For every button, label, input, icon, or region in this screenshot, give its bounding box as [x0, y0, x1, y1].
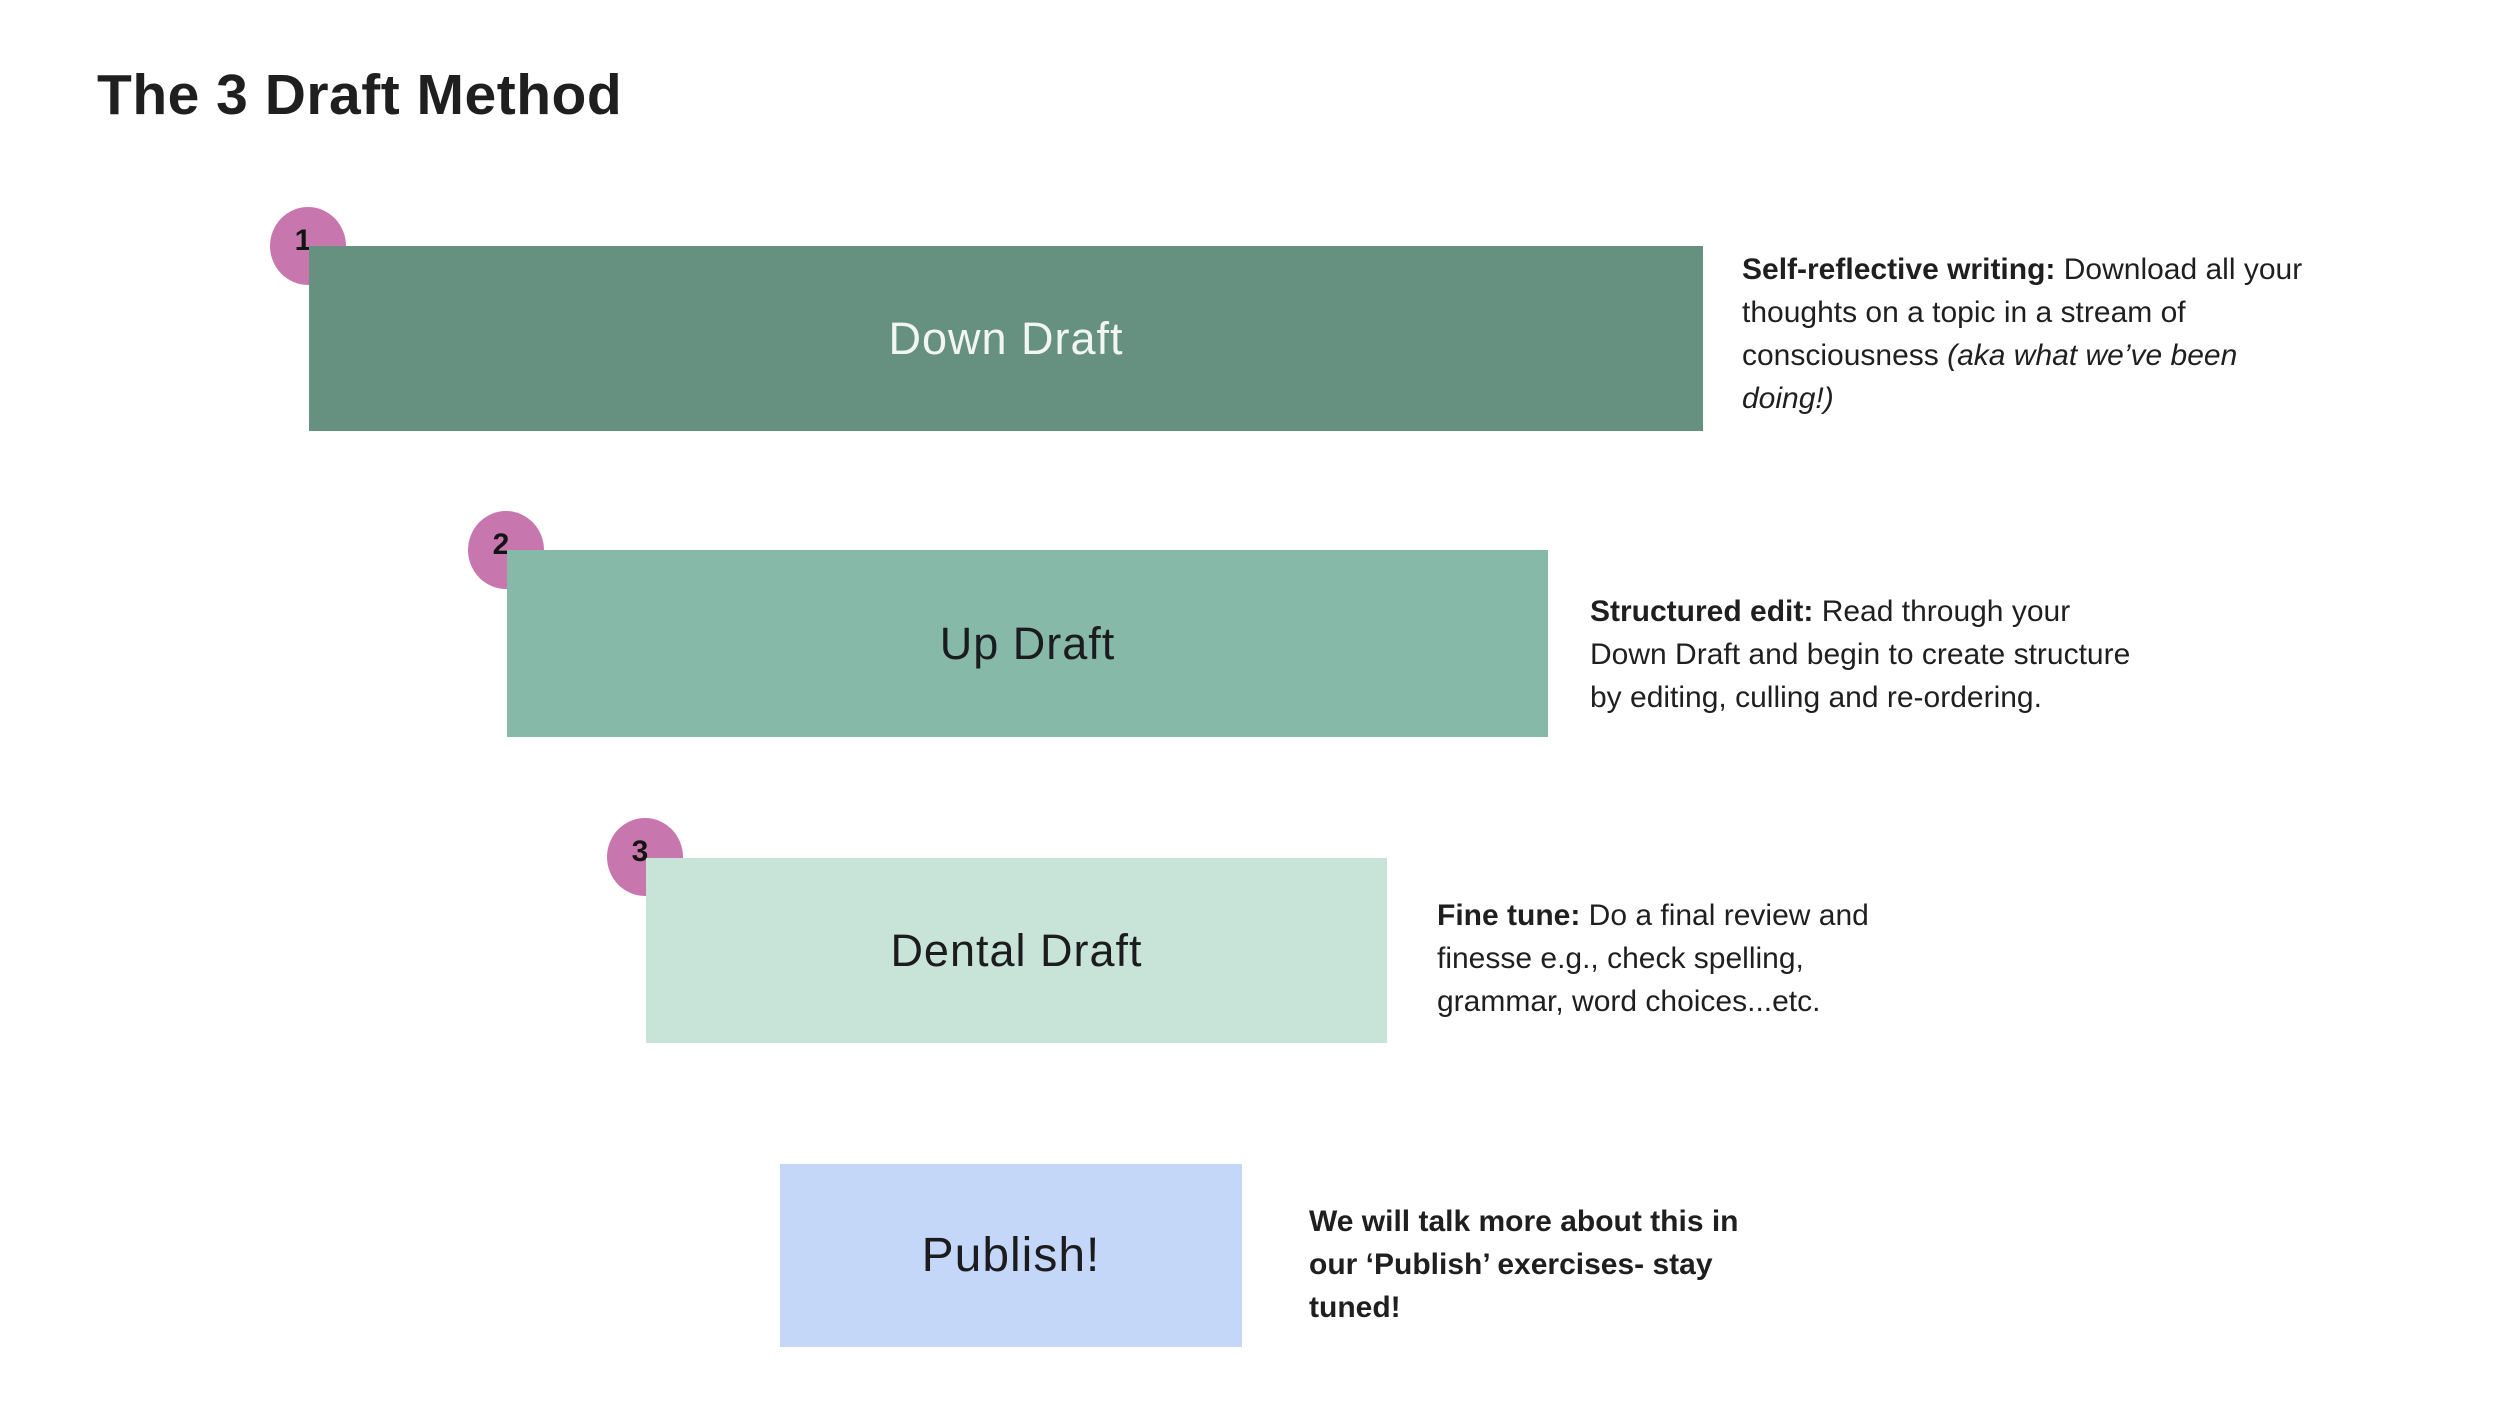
note-body: Read through your Down Draft and begin t…	[1590, 595, 2131, 714]
step-2-number: 2	[492, 528, 510, 561]
publish-bar: Publish!	[780, 1164, 1242, 1347]
up-draft-bar: Up Draft	[507, 550, 1548, 737]
note-body: Download all your thoughts on a topic in…	[1742, 253, 2303, 372]
page-title: The 3 Draft Method	[97, 63, 623, 127]
dental-draft-label: Dental Draft	[890, 924, 1143, 976]
publish-note: We will talk more about this in our ‘Pub…	[1309, 1200, 2029, 1329]
publish-label: Publish!	[921, 1229, 1101, 1282]
down-draft-label: Down Draft	[888, 312, 1124, 364]
dental-draft-note: Fine tune: Do a final review and finesse…	[1437, 894, 2157, 1023]
step-1-number: 1	[294, 224, 312, 257]
note-italic: (aka what we’ve been doing!)	[1742, 339, 2238, 415]
step-3-number: 3	[631, 835, 649, 868]
note-lead: Self-reflective writing:	[1742, 253, 2056, 286]
down-draft-note: Self-reflective writing: Download all yo…	[1742, 248, 2462, 420]
note-lead: We will talk more about this in our ‘Pub…	[1309, 1205, 1739, 1324]
note-lead: Structured edit:	[1590, 595, 1814, 628]
note-lead: Fine tune:	[1437, 899, 1581, 932]
dental-draft-bar: Dental Draft	[646, 858, 1387, 1043]
up-draft-note: Structured edit: Read through your Down …	[1590, 590, 2310, 719]
note-body: Do a final review and finesse e.g., chec…	[1437, 899, 1869, 1018]
up-draft-label: Up Draft	[939, 617, 1116, 669]
down-draft-bar: Down Draft	[309, 246, 1703, 431]
